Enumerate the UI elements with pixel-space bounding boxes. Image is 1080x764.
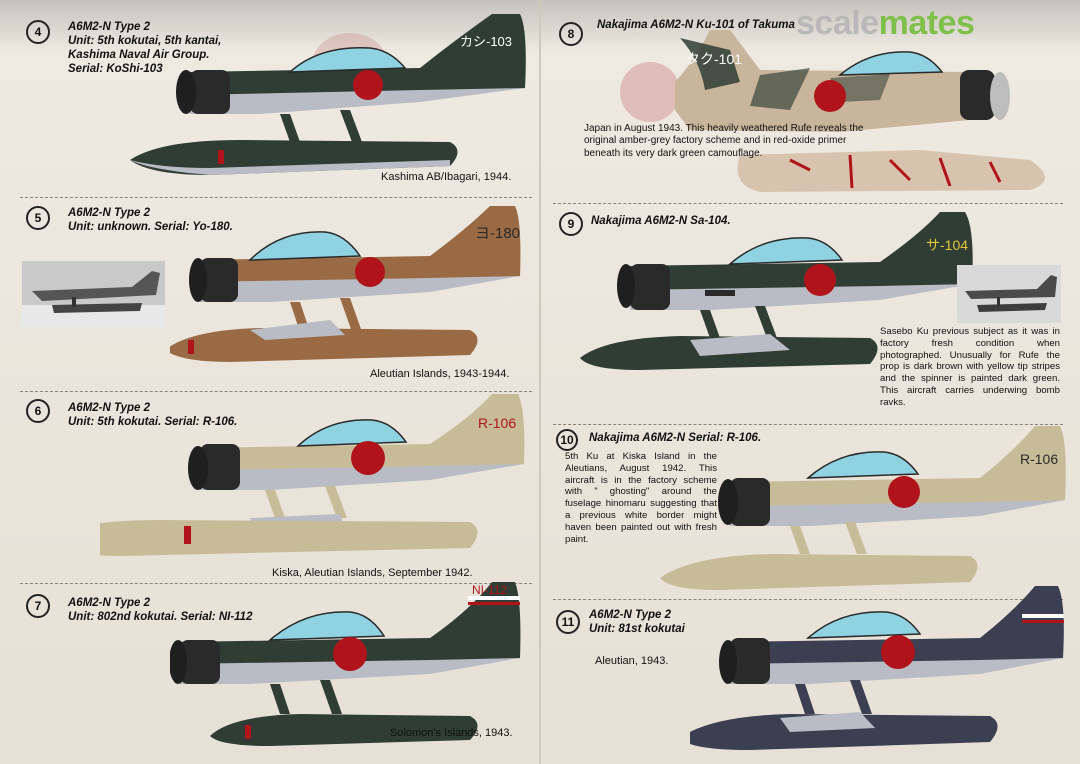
page-fold [539, 0, 541, 764]
aircraft-profile-10: R-106 [660, 426, 1066, 590]
entry-title: Nakajima A6M2-N Ku-101 of Takuma [597, 19, 795, 31]
entry-number-badge: 6 [26, 399, 50, 423]
entry-number-badge: 11 [556, 610, 580, 634]
separator [20, 583, 532, 584]
entry-description: Japan in August 1943. This heavily weath… [584, 123, 864, 159]
entry-caption: Aleutian Islands, 1943-1944. [370, 368, 510, 380]
svg-text:カシ-103: カシ-103 [460, 34, 512, 49]
entry-number-badge: 4 [26, 20, 50, 44]
svg-text:タク-101: タク-101 [686, 51, 742, 67]
aircraft-profile-9: サ-104 [580, 212, 973, 370]
separator [20, 197, 532, 198]
svg-text:サ-104: サ-104 [926, 237, 968, 253]
scalemates-watermark: scalemates [796, 4, 975, 42]
entry-caption: Solomon's Islands, 1943. [390, 727, 513, 739]
entry-caption: Kiska, Aleutian Islands, September 1942. [272, 567, 473, 579]
entry-number-badge: 10 [556, 429, 578, 451]
aircraft-profile-5: ヨ-180 [170, 206, 521, 362]
entry-number-badge: 5 [26, 206, 50, 230]
aircraft-profile-4: カシ-103 [130, 14, 526, 175]
aircraft-profile-6: R-106 [100, 394, 525, 556]
entry-title: Nakajima A6M2-N Sa-104. [591, 215, 731, 227]
entry-description: Sasebo Ku previous subject as it was in … [880, 326, 1060, 408]
svg-text:R-106: R-106 [1020, 451, 1058, 467]
separator [553, 424, 1063, 425]
separator [553, 599, 1063, 600]
separator [20, 391, 532, 392]
entry-title: Nakajima A6M2-N Serial: R-106. [589, 432, 762, 444]
separator [553, 203, 1063, 204]
aircraft-profile-7: NI-112 [170, 582, 521, 746]
entry-caption: Aleutian, 1943. [595, 655, 669, 667]
entry-number-badge: 7 [26, 594, 50, 618]
entry-number-badge: 8 [559, 22, 583, 46]
entry-number-badge: 9 [559, 212, 583, 236]
entry-description: 5th Ku at Kiska Island in the Aleutians,… [565, 451, 717, 545]
svg-text:NI-112: NI-112 [472, 583, 507, 597]
reference-photo [22, 261, 165, 327]
reference-photo [957, 265, 1061, 323]
entry-caption: Kashima AB/Ibagari, 1944. [381, 171, 512, 183]
photo-image [957, 265, 1061, 323]
svg-text:ヨ-180: ヨ-180 [475, 225, 520, 242]
photo-image [22, 261, 165, 327]
aircraft-profile-8: タク-101 [620, 30, 1045, 192]
svg-text:R-106: R-106 [478, 415, 516, 431]
aircraft-profile-11 [690, 586, 1064, 750]
